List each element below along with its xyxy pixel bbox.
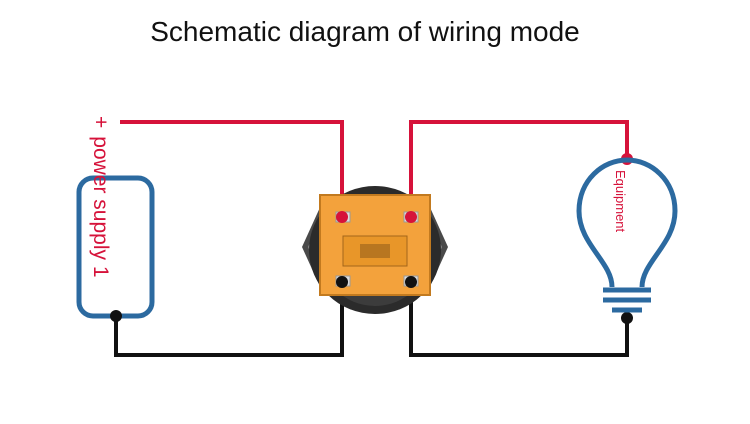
light-bulb-icon xyxy=(576,157,678,313)
positive-wire-supply-to-switch xyxy=(120,120,344,215)
diagram-title: Schematic diagram of wiring mode xyxy=(150,16,580,47)
negative-wire-switch-to-equipment xyxy=(409,283,629,357)
push-button-switch-icon xyxy=(302,186,448,314)
terminal-dot xyxy=(405,211,417,223)
negative-wire-supply-to-switch xyxy=(114,283,344,357)
terminal-dot xyxy=(621,312,633,324)
equipment-label: Equipment xyxy=(613,170,628,233)
terminal-dot xyxy=(405,276,417,288)
terminal-dot xyxy=(110,310,122,322)
power-supply-name: power supply 1 xyxy=(89,136,112,278)
positive-wire-switch-to-equipment xyxy=(409,120,629,215)
positive-sign: + xyxy=(89,116,112,129)
terminal-dot xyxy=(336,276,348,288)
power-supply-label: + power supply 1 xyxy=(88,116,112,278)
terminal-dot xyxy=(336,211,348,223)
